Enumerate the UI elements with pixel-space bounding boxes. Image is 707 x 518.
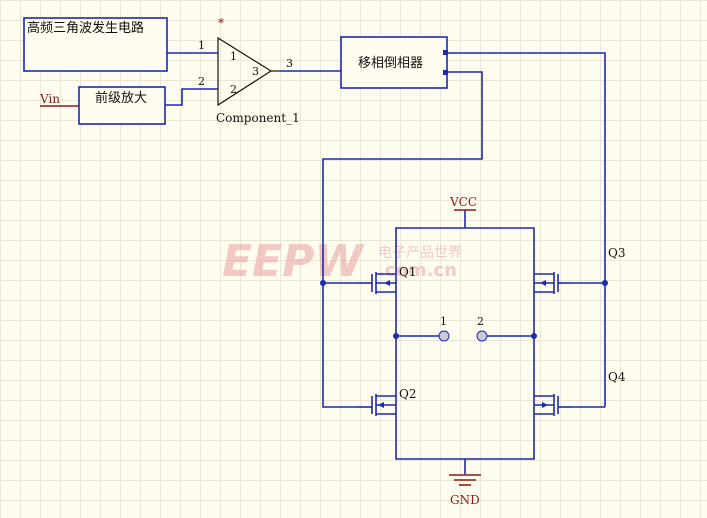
- wire-in1-label: 1: [198, 39, 205, 52]
- wire-in2: [165, 88, 218, 106]
- gnd-net-label: GND: [450, 493, 480, 507]
- triangle-generator-label: 高频三角波发生电路: [27, 20, 144, 36]
- phase-inverter-block[interactable]: 移相倒相器: [340, 36, 448, 89]
- comparator-name: Component_1: [216, 111, 300, 125]
- eepw-watermark: EEPW 电子产品世界 .com.cn: [222, 236, 462, 287]
- comparator-symbol[interactable]: 1 2 3 * Component_1: [216, 16, 300, 125]
- watermark-chinese: 电子产品世界: [378, 245, 462, 261]
- gnd-rail: [395, 419, 535, 460]
- junction-dot: [602, 280, 608, 286]
- mosfet-q2[interactable]: Q2: [357, 387, 416, 419]
- junction-dot: [320, 280, 326, 286]
- junction-dot: [531, 333, 537, 339]
- mosfet-q1[interactable]: Q1: [357, 265, 416, 298]
- load-pin-2-label: 2: [477, 315, 484, 328]
- comparator-designator: *: [218, 16, 224, 30]
- load-terminal-1[interactable]: 1: [438, 315, 450, 342]
- preamp-label: 前级放大: [95, 90, 147, 106]
- load-pin-1-label: 1: [440, 315, 447, 328]
- gnd-power-symbol: GND: [449, 459, 481, 507]
- q1-label: Q1: [399, 265, 416, 279]
- comparator-pin-out: 3: [252, 65, 259, 78]
- phase-inverter-label: 移相倒相器: [358, 56, 423, 71]
- wire-inverter-out-a: [447, 52, 606, 407]
- triangle-generator-block[interactable]: 高频三角波发生电路: [23, 17, 168, 72]
- watermark-domain: .com.cn: [378, 260, 457, 281]
- vcc-net-label: VCC: [449, 195, 477, 209]
- q2-label: Q2: [399, 387, 416, 401]
- vcc-power-symbol: VCC: [449, 195, 477, 228]
- preamp-block[interactable]: 前级放大: [78, 86, 166, 125]
- wire-in2-label: 2: [198, 75, 205, 88]
- junction-dot: [393, 333, 399, 339]
- wire-inverter-out-b: [322, 71, 483, 408]
- q3-label: Q3: [608, 246, 625, 260]
- q4-label: Q4: [608, 370, 626, 384]
- comparator-pin-in2: 2: [230, 83, 237, 96]
- vin-net-label: Vin: [39, 92, 60, 106]
- comparator-pin-in1: 1: [230, 50, 237, 63]
- wire-out-label: 3: [286, 57, 293, 70]
- watermark-logo: EEPW: [222, 236, 365, 287]
- load-terminal-2[interactable]: 2: [476, 315, 488, 342]
- mosfet-q4[interactable]: [533, 390, 572, 419]
- mosfet-q3[interactable]: [533, 268, 572, 298]
